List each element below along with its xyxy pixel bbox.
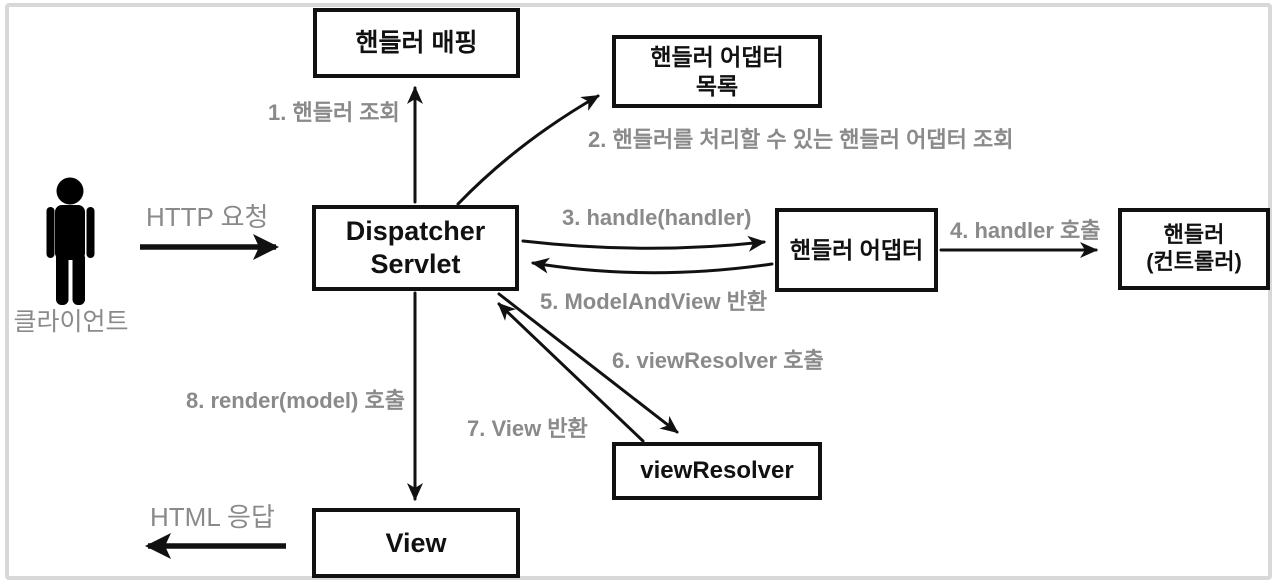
diagram-frame-border [5, 3, 1272, 580]
node-handler-mapping: 핸들러 매핑 [313, 8, 520, 78]
step-label-1: 1. 핸들러 조회 [268, 100, 400, 125]
step-label-5: 5. ModelAndView 반환 [540, 289, 768, 314]
step-label-2: 2. 핸들러를 처리할 수 있는 핸들러 어댑터 조회 [588, 127, 1014, 152]
node-dispatcher-servlet-line1: Dispatcher [345, 216, 486, 247]
node-dispatcher-servlet-line2: Servlet [370, 249, 461, 279]
node-handler-adapter: 핸들러 어댑터 [775, 208, 938, 292]
arrow-6-viewresolver-call [497, 292, 679, 434]
node-view-label: View [385, 527, 447, 558]
person-icon [46, 177, 95, 305]
node-dispatcher-servlet: Dispatcher Servlet [312, 205, 519, 291]
step-label-4: 4. handler 호출 [950, 218, 1101, 243]
node-handler-controller-line1: 핸들러 [1163, 222, 1225, 248]
step-label-3: 3. handle(handler) [562, 205, 752, 230]
node-handler-controller: 핸들러 (컨트롤러) [1118, 208, 1270, 290]
node-view-resolver: viewResolver [612, 442, 822, 500]
html-response-label: HTML 응답 [150, 502, 275, 532]
client-label: 클라이언트 [13, 308, 129, 336]
step-label-8: 8. render(model) 호출 [186, 388, 405, 413]
step-label-7: 7. View 반환 [467, 416, 588, 441]
node-handler-adapter-label: 핸들러 어댑터 [789, 236, 924, 263]
arrow-3-handle-handler [521, 235, 766, 252]
http-request-label: HTTP 요청 [146, 202, 269, 232]
step-label-6: 6. viewResolver 호출 [612, 348, 824, 373]
node-handler-mapping-label: 핸들러 매핑 [355, 28, 478, 57]
arrow-7-view-return [497, 302, 645, 443]
node-view-resolver-label: viewResolver [640, 457, 794, 485]
node-handler-adapter-list: 핸들러 어댑터 목록 [612, 35, 822, 108]
arrow-5-modelandview-return [531, 257, 774, 275]
node-handler-controller-line2: (컨트롤러) [1146, 249, 1242, 274]
node-view: View [312, 508, 520, 578]
arrow-2-adapter-lookup [456, 94, 600, 206]
node-handler-adapter-list-line1: 핸들러 어댑터 [650, 44, 784, 71]
node-handler-adapter-list-line2: 목록 [695, 72, 739, 99]
